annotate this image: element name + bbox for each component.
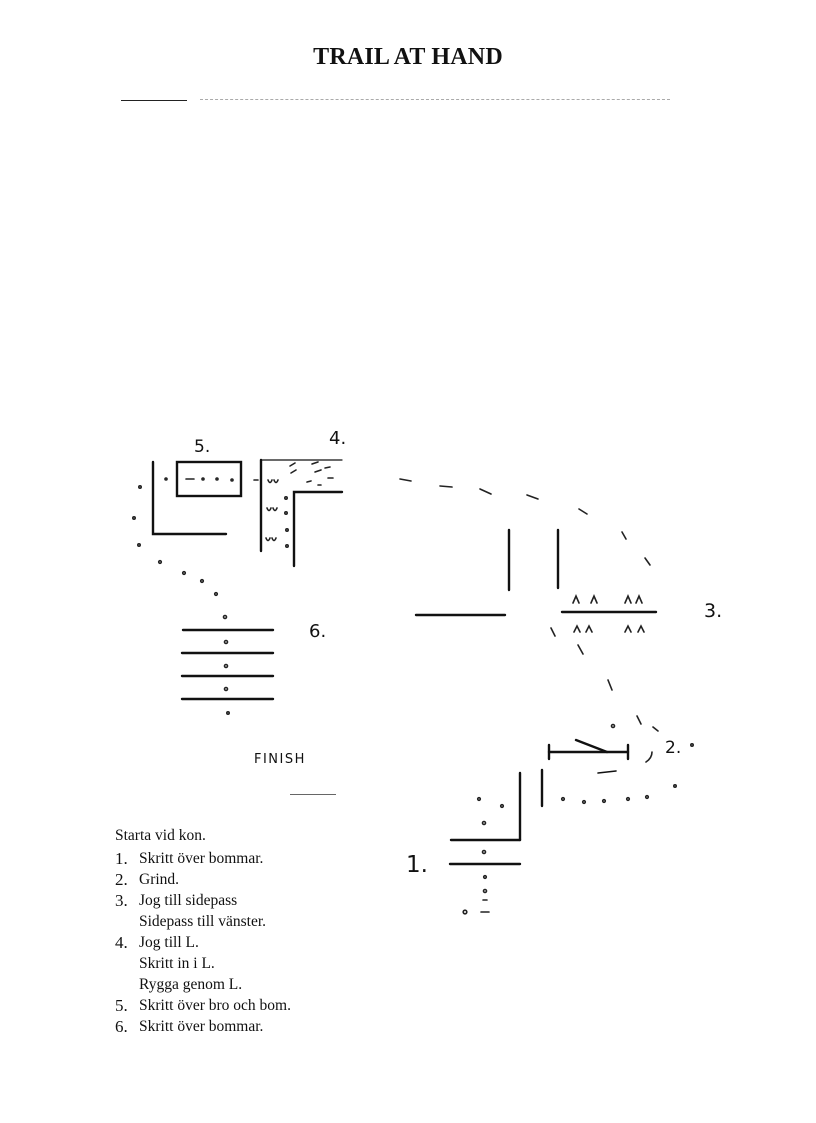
path-markings: [132, 461, 694, 915]
step-text: Jog till sidepass: [139, 892, 238, 909]
step-text: Jog till L.: [139, 934, 199, 951]
step-text: Rygga genom L.: [139, 976, 243, 993]
label-1: 1.: [406, 852, 428, 878]
instructions-intro: Starta vid kon.: [115, 827, 206, 844]
obstacle-6-poles: [180, 628, 275, 701]
pole: [151, 460, 228, 536]
step-text: Skritt över bommar.: [139, 1018, 264, 1035]
step-text: Skritt över bro och bom.: [139, 997, 291, 1014]
step-text: Grind.: [139, 871, 180, 888]
label-6: 6.: [309, 621, 326, 642]
finish-rule: [290, 794, 336, 795]
step-text: Skritt över bommar.: [139, 850, 264, 867]
header-rule: [121, 100, 187, 101]
step-number: 2.: [115, 870, 128, 889]
instruction-step-5: 5. Skritt över bro och bom.: [115, 995, 435, 1016]
label-2: 2.: [665, 738, 681, 758]
header-faint-rule: [200, 99, 670, 100]
instruction-step-3: 3. Jog till sidepass Sidepass till vänst…: [115, 890, 435, 932]
instruction-step-1: 1. Skritt över bommar.: [115, 848, 435, 869]
step-text: Sidepass till vänster.: [139, 913, 267, 930]
bridge: [175, 460, 243, 498]
step-text: Skritt in i L.: [139, 955, 215, 972]
instruction-step-4: 4. Jog till L. Skritt in i L. Rygga geno…: [115, 932, 435, 995]
step-number: 5.: [115, 996, 128, 1015]
label-4: 4.: [329, 428, 346, 449]
label-5: 5.: [194, 437, 210, 457]
l-inner: [292, 490, 344, 568]
step-number: 1.: [115, 849, 128, 868]
step-number: 4.: [115, 933, 128, 952]
step-number: 6.: [115, 1017, 128, 1036]
obstacle-5-bridge-and-pole: [151, 460, 243, 536]
page-title: TRAIL AT HAND: [313, 44, 503, 70]
instruction-step-6: 6. Skritt över bommar.: [115, 1016, 435, 1037]
obstacle-2-gate: [547, 738, 630, 774]
label-3: 3.: [704, 600, 722, 622]
finish-label: FINISH: [254, 752, 306, 767]
instructions: Starta vid kon. 1. Skritt över bommar. 2…: [115, 825, 435, 1037]
step-number: 3.: [115, 891, 128, 910]
obstacle-3-sidepass: [414, 528, 658, 617]
obstacle-4-l-shape: [259, 458, 344, 568]
obstacle-1-poles: [448, 768, 544, 866]
instruction-step-2: 2. Grind.: [115, 869, 435, 890]
